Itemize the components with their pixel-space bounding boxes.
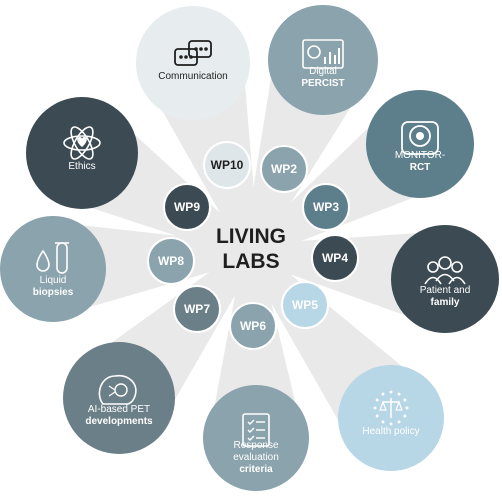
topic-label-line: AI-based PET	[88, 404, 150, 415]
topic-9: Ethics	[26, 97, 138, 209]
wp-label: WP7	[184, 302, 210, 316]
topic-label-line: developments	[85, 416, 153, 427]
wp-circle	[173, 285, 221, 333]
wp-label: WP9	[174, 200, 200, 214]
topic-circle	[268, 5, 378, 115]
atom-heart-icon	[63, 126, 101, 160]
wp-circle	[203, 141, 251, 189]
wp-circle	[147, 237, 195, 285]
pet-scanner-icon	[401, 121, 439, 155]
topic-label-line: Health policy	[362, 426, 419, 437]
topic-circle	[0, 216, 106, 322]
topic-label-line: Liquid	[40, 275, 67, 286]
wp-node-2: WP2	[260, 145, 308, 193]
wp-label: WP8	[158, 254, 184, 268]
dashboard-chart-icon	[302, 39, 344, 69]
people-group-icon	[424, 256, 466, 285]
center-title-line2: LABS	[222, 250, 279, 273]
ai-brain-icon	[98, 374, 137, 405]
wp-node-3: WP3	[302, 183, 350, 231]
topic-circle	[63, 342, 175, 454]
wp-label: WP4	[322, 251, 348, 265]
topic-label-line: Communication	[158, 71, 227, 82]
topic-1: Communication	[136, 6, 250, 120]
wp-label: WP2	[271, 162, 297, 176]
topic-circle	[366, 90, 474, 198]
topic-3: MONITOR-RCT	[366, 90, 474, 198]
wp-circle	[302, 183, 350, 231]
eu-scales-icon	[373, 390, 409, 426]
wp-node-6: WP6	[229, 302, 277, 350]
wp-label: WP10	[211, 158, 244, 172]
topic-circle	[391, 225, 499, 333]
topic-label-line: PERCIST	[301, 78, 344, 89]
topic-circle	[26, 97, 138, 209]
topic-circle	[136, 6, 250, 120]
test-tube-icon	[36, 242, 69, 274]
topic-label-line: Digital	[309, 66, 337, 77]
topic-label-line: RCT	[410, 162, 431, 173]
topic-label-line: Response	[233, 440, 278, 451]
wp-circle	[260, 145, 308, 193]
topic-label-line: MONITOR-	[395, 150, 445, 161]
chat-bubbles-icon	[174, 40, 212, 66]
topic-5: Health policy	[338, 365, 444, 471]
wp-node-5: WP5	[281, 281, 329, 329]
wp-circle	[311, 234, 359, 282]
wp-node-1: WP10	[203, 141, 251, 189]
topic-label-line: Ethics	[68, 161, 95, 172]
wp-label: WP5	[292, 298, 318, 312]
checklist-icon	[242, 413, 270, 447]
wp-node-4: WP4	[311, 234, 359, 282]
center-hub: LIVING LABS	[216, 225, 286, 273]
wp-circle	[163, 183, 211, 231]
topic-label-line: Patient and	[420, 285, 471, 296]
topic-label-line: criteria	[239, 464, 273, 475]
center-title-line1: LIVING	[216, 225, 286, 248]
wp-node-9: WP9	[163, 183, 211, 231]
wp-label: WP6	[240, 319, 266, 333]
wp-label: WP3	[313, 200, 339, 214]
wp-circle	[281, 281, 329, 329]
topic-label-line: evaluation	[233, 452, 279, 463]
wp-node-7: WP7	[173, 285, 221, 333]
topic-label-line: family	[431, 297, 460, 308]
topic-label-line: biopsies	[33, 287, 74, 298]
wp-circle	[229, 302, 277, 350]
wp-node-8: WP8	[147, 237, 195, 285]
